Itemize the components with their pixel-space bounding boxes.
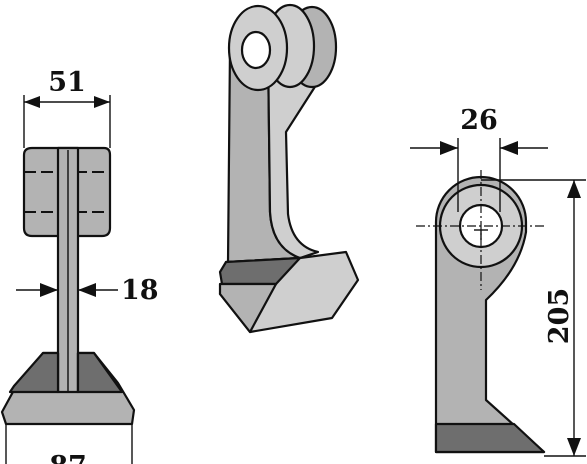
front-view-foot-shade (76, 351, 124, 394)
dim-26-arrow (500, 141, 518, 155)
isometric-foot-front (218, 282, 278, 334)
dim-18-arrow (78, 283, 96, 297)
dim-hole-diameter-label: 26 (460, 105, 498, 136)
dim-51-arrow (94, 96, 110, 108)
isometric-foot-dark (218, 256, 302, 286)
front-view: 51 18 87 (0, 67, 159, 464)
dim-26-arrow (440, 141, 458, 155)
dim-width-bottom-label: 87 (49, 451, 87, 464)
dim-blade-thickness-label: 18 (121, 275, 159, 306)
dim-length-label: 205 (544, 288, 575, 344)
dim-205-arrow (567, 438, 581, 456)
side-view-cutting-edge (434, 422, 546, 454)
dim-width-top-label: 51 (48, 67, 86, 98)
isometric-view (218, 3, 360, 334)
isometric-bushing-hole (240, 30, 272, 70)
dim-205-arrow (567, 180, 581, 198)
side-view: 26 205 (410, 105, 586, 457)
isometric-arm-side (266, 46, 320, 260)
dim-51-arrow (24, 96, 40, 108)
front-view-foot-shade (8, 351, 60, 394)
dim-18-arrow (40, 283, 58, 297)
